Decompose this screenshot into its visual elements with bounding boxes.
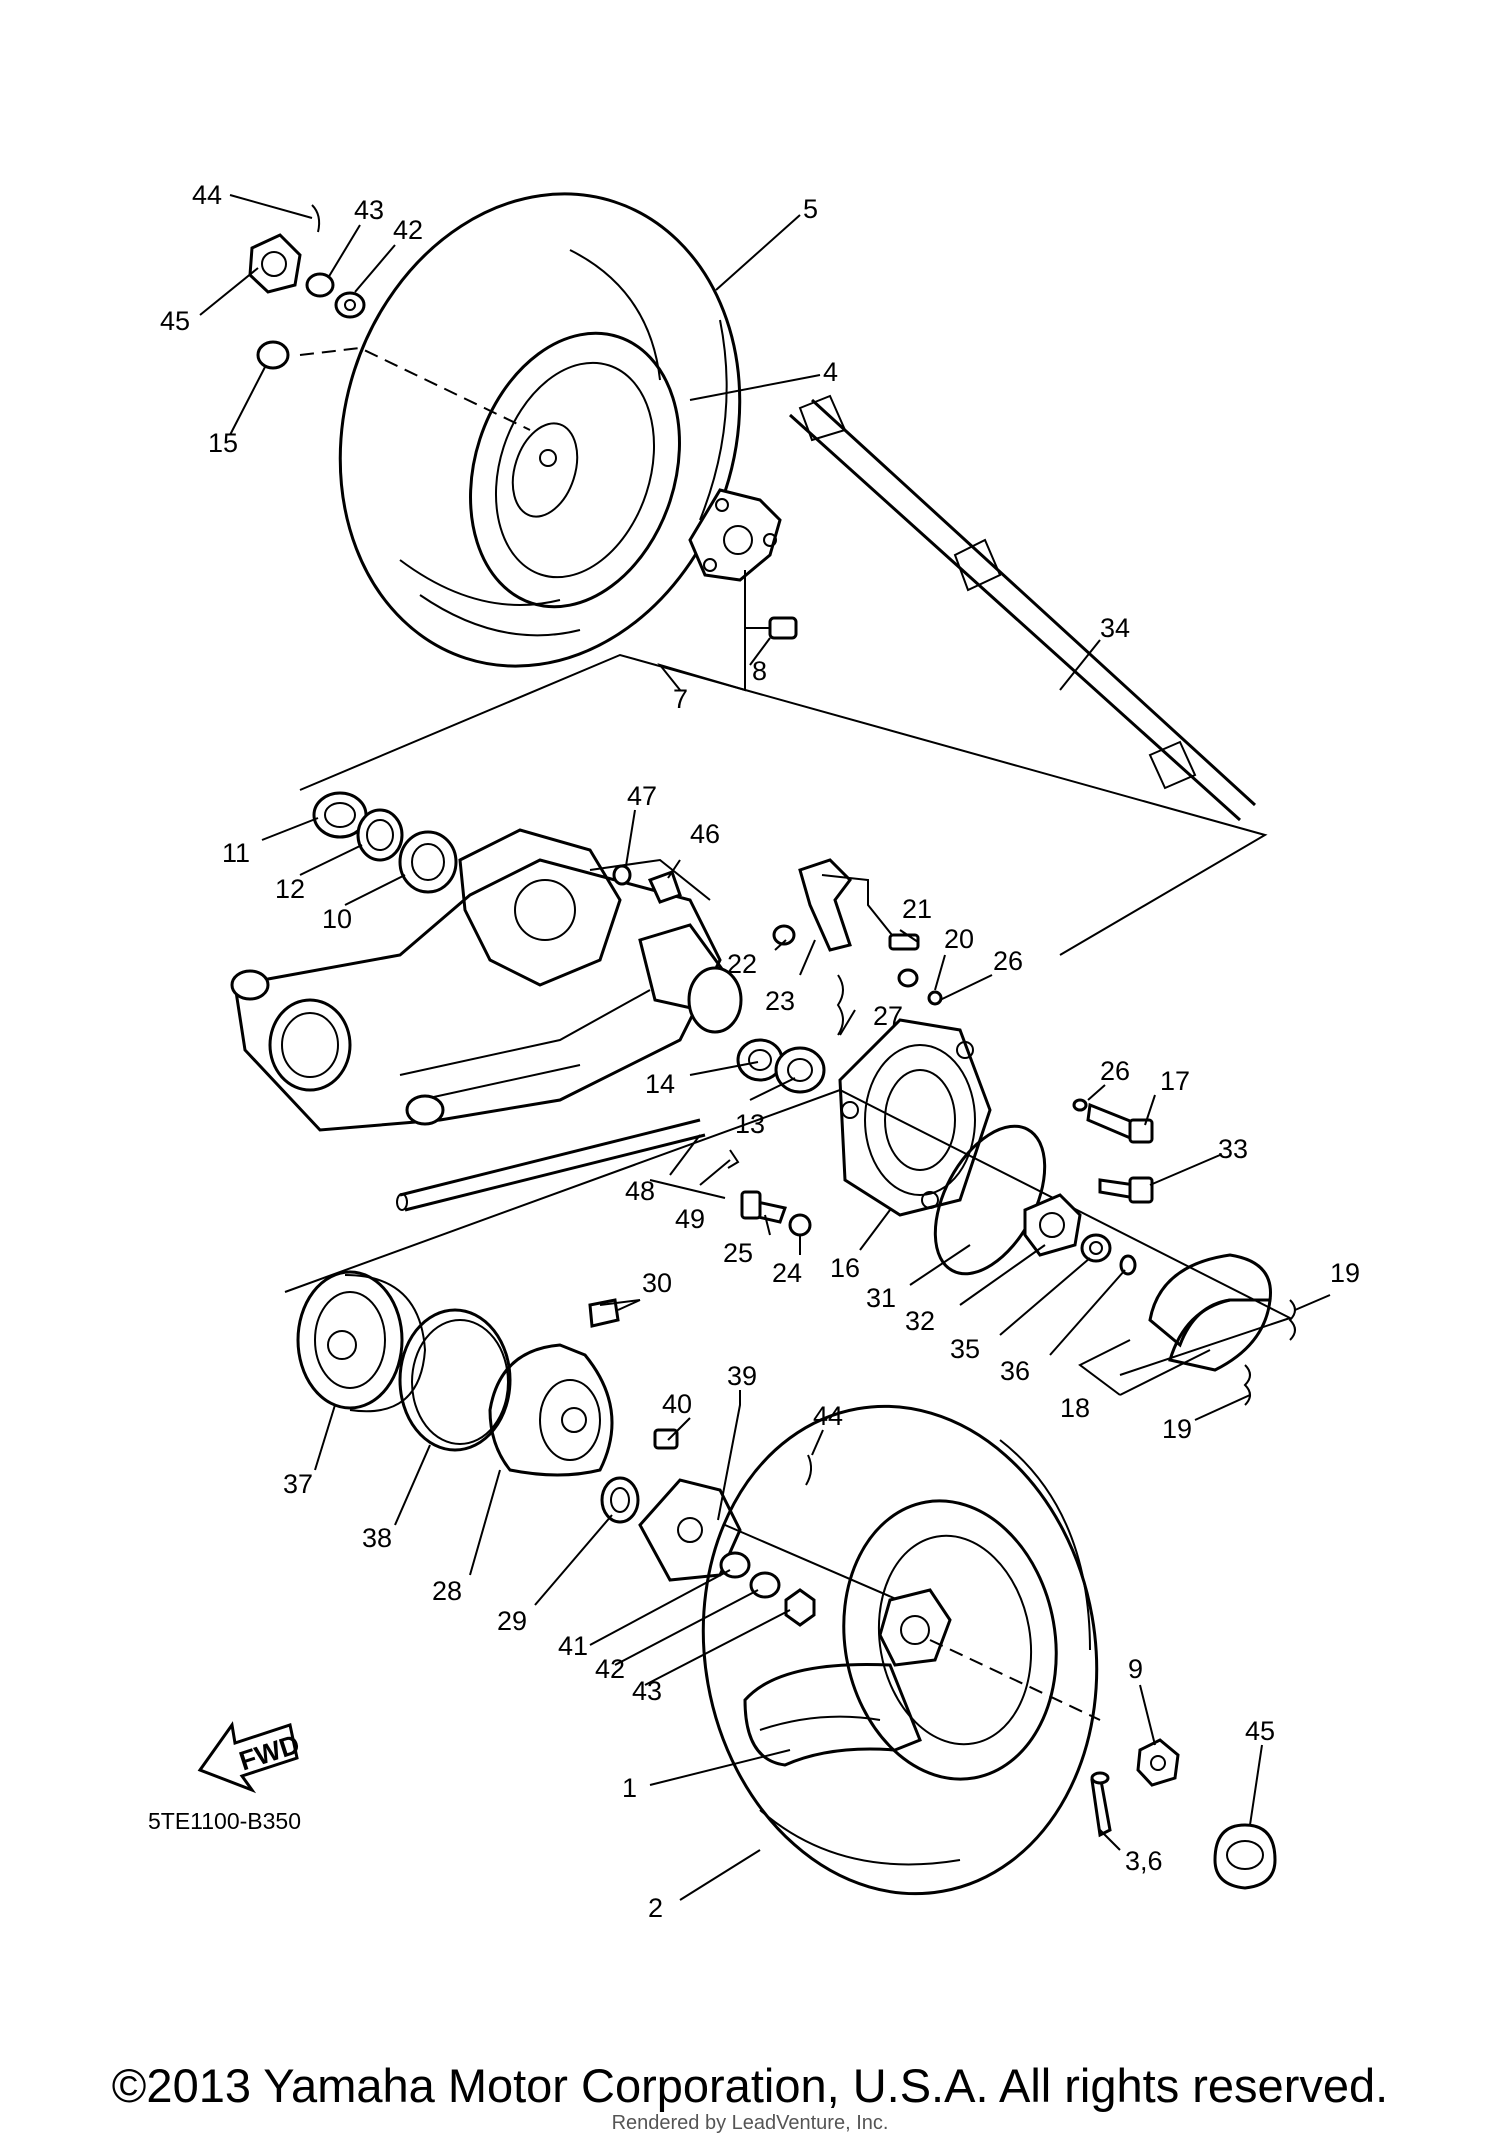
final-drive-housing — [458, 828, 743, 1034]
axle-nut-parts-top — [248, 204, 531, 431]
callout-37: 37 — [283, 1469, 313, 1499]
copyright-notice: ©2013 Yamaha Motor Corporation, U.S.A. A… — [111, 2059, 1389, 2112]
callout-9: 9 — [1128, 1654, 1143, 1684]
fwd-label: FWD — [236, 1729, 304, 1777]
callout-36: 36 — [1000, 1356, 1030, 1386]
callout-2: 2 — [648, 1893, 663, 1923]
callout-23: 23 — [765, 986, 795, 1016]
callout-46: 46 — [690, 819, 720, 849]
axle-dash-lower — [929, 1639, 1101, 1721]
callout-17: 17 — [1160, 1066, 1190, 1096]
callout-44b: 44 — [813, 1401, 843, 1431]
brake-lever-assembly — [772, 858, 943, 1036]
callout-47: 47 — [627, 781, 657, 811]
callout-43b: 43 — [632, 1676, 662, 1706]
callout-8: 8 — [752, 656, 767, 686]
callout-35: 35 — [950, 1334, 980, 1364]
hub-top — [688, 488, 798, 640]
callout-19: 19 — [1330, 1258, 1360, 1288]
callout-1: 1 — [622, 1773, 637, 1803]
bearings-lower — [736, 1038, 826, 1094]
drawing-code: 5TE1100-B350 — [148, 1808, 302, 1834]
callout-14: 14 — [645, 1069, 675, 1099]
bracket-lower — [649, 1179, 726, 1199]
callout-30: 30 — [642, 1268, 672, 1298]
callout-45b: 45 — [1245, 1716, 1275, 1746]
wheel-rim-bottom — [842, 1499, 1058, 1781]
tire-bottom — [701, 1404, 1099, 1896]
brake-housing — [838, 1018, 992, 1217]
callouts: 44 43 42 45 15 5 4 8 7 34 47 46 11 12 10… — [160, 180, 1360, 1923]
callout-18: 18 — [1060, 1393, 1090, 1423]
callout-43: 43 — [354, 195, 384, 225]
oring-and-seals — [933, 1124, 1137, 1276]
callout-19b: 19 — [1162, 1414, 1192, 1444]
callout-27: 27 — [873, 1001, 903, 1031]
callout-42b: 42 — [595, 1654, 625, 1684]
callout-4: 4 — [823, 357, 838, 387]
callout-11: 11 — [222, 838, 250, 868]
callout-49: 49 — [675, 1204, 705, 1234]
drum-seal-ring — [398, 1308, 512, 1452]
wheel-rim-top — [469, 331, 681, 609]
callout-38: 38 — [362, 1523, 392, 1553]
axle-shaft — [788, 394, 1257, 822]
callout-29: 29 — [497, 1606, 527, 1636]
callout-10: 10 — [322, 904, 352, 934]
callout-21: 21 — [902, 894, 932, 924]
callout-40: 40 — [662, 1389, 692, 1419]
callout-3-6: 3,6 — [1125, 1846, 1163, 1876]
callout-39: 39 — [727, 1361, 757, 1391]
callout-41: 41 — [558, 1631, 588, 1661]
brake-cover — [488, 1298, 641, 1477]
callout-42: 42 — [393, 215, 423, 245]
watermark: Rendered by LeadVenture, Inc. — [611, 2112, 889, 2134]
callout-22: 22 — [727, 949, 757, 979]
callout-32: 32 — [905, 1306, 935, 1336]
callout-48: 48 — [625, 1176, 655, 1206]
lug-nut-and-valve — [1090, 1738, 1277, 1890]
callout-15: 15 — [208, 428, 238, 458]
callout-26b: 26 — [1100, 1056, 1130, 1086]
fwd-arrow-icon: FWD — [197, 1721, 304, 1794]
callout-26: 26 — [993, 946, 1023, 976]
callout-7: 7 — [673, 684, 688, 714]
bolts-middle — [740, 1098, 1154, 1237]
brake-drum — [296, 1270, 427, 1413]
leader-lines — [199, 194, 1331, 1901]
callout-25: 25 — [723, 1238, 753, 1268]
callout-45: 45 — [160, 306, 190, 336]
callout-5: 5 — [803, 194, 818, 224]
callout-12: 12 — [275, 874, 305, 904]
brake-shoes — [1148, 1253, 1296, 1406]
callout-24: 24 — [772, 1258, 802, 1288]
callout-33: 33 — [1218, 1134, 1248, 1164]
callout-34: 34 — [1100, 613, 1130, 643]
callout-16: 16 — [830, 1253, 860, 1283]
callout-31: 31 — [866, 1283, 896, 1313]
bearings-seals-upper — [312, 791, 682, 904]
pin-and-clip — [396, 1118, 740, 1212]
mud-guard — [743, 1662, 922, 1767]
callout-20: 20 — [944, 924, 974, 954]
callout-44: 44 — [192, 180, 222, 210]
callout-28: 28 — [432, 1576, 462, 1606]
hub-seal-and-hub-lower — [600, 1428, 911, 1627]
callout-13: 13 — [735, 1109, 765, 1139]
bracket-upper — [299, 653, 1268, 956]
